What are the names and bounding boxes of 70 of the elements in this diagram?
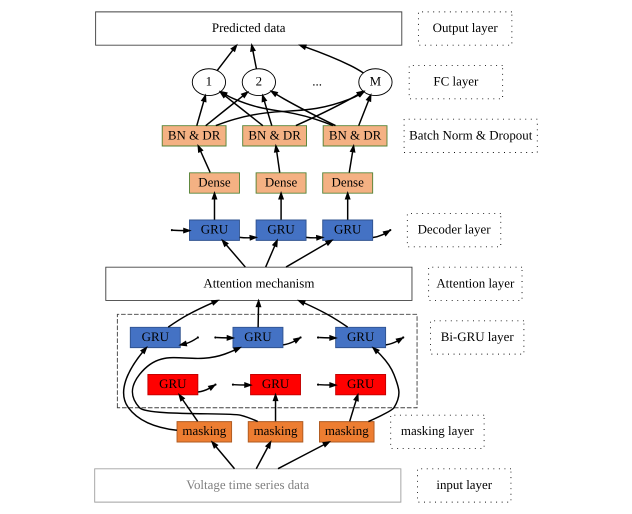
node-box: masking: [176, 421, 232, 442]
node-box: GRU: [250, 374, 301, 396]
arrow: [319, 334, 338, 341]
arrow: [212, 190, 218, 220]
node-box: Dense: [256, 172, 307, 194]
node-box: BN & DR: [322, 125, 388, 146]
arrow: [172, 228, 192, 234]
arrow: [298, 44, 364, 74]
arrow: [274, 144, 280, 173]
node-box: BN & DR: [162, 125, 226, 146]
node-box: input layer: [417, 468, 512, 503]
arrow: [306, 234, 325, 241]
arrow: [348, 392, 359, 422]
arrow: [264, 238, 278, 268]
node-box: Attention mechanism: [105, 266, 412, 301]
node-box: GRU: [335, 374, 386, 396]
node-ellipse: M: [358, 68, 393, 96]
node-box: GRU: [335, 326, 386, 348]
arrow: [348, 144, 356, 173]
node-box: Voltage time series data: [94, 468, 402, 503]
node-box: Dense: [322, 172, 374, 194]
node-box: Batch Norm & Dropout: [404, 118, 538, 153]
arrow: [250, 43, 258, 69]
arrow: [278, 440, 332, 470]
node-ellipse: 2: [242, 68, 276, 96]
node-box: BN & DR: [242, 125, 307, 146]
arrow: [270, 90, 336, 126]
node-box: Bi-GRU layer: [430, 320, 524, 355]
arrow: [197, 144, 211, 173]
node-box: GRU: [322, 220, 374, 241]
arrow: [216, 334, 236, 341]
arrow: [221, 238, 246, 268]
label: ...: [312, 74, 322, 89]
arrow: [132, 346, 258, 422]
node-box: GRU: [256, 220, 307, 241]
arrow: [358, 93, 372, 126]
arrow: [256, 298, 262, 328]
arrow: [368, 346, 400, 422]
node-box: GRU: [130, 326, 181, 348]
arrow: [196, 93, 206, 126]
arrow: [216, 44, 238, 71]
arrow: [272, 392, 279, 422]
arrow: [168, 300, 220, 328]
arrow: [256, 440, 272, 470]
node-ellipse: 1: [192, 68, 226, 96]
arrow: [286, 239, 334, 268]
arrow: [210, 440, 236, 470]
arrow: [262, 93, 272, 126]
arrow: [178, 337, 198, 346]
node-box: GRU: [147, 374, 198, 396]
node-box: Dense: [189, 172, 240, 194]
node-box: FC layer: [408, 65, 504, 100]
arrow: [296, 300, 348, 328]
node-box: GRU: [232, 326, 284, 348]
node-box: Output layer: [418, 11, 512, 46]
node-box: Predicted data: [95, 11, 402, 46]
node-box: masking: [319, 421, 374, 442]
arrow: [319, 382, 338, 388]
arrow: [278, 190, 284, 220]
node-box: Decoder layer: [406, 213, 502, 248]
arrow: [240, 234, 258, 241]
arrow: [178, 393, 198, 422]
node-box: GRU: [189, 220, 240, 241]
cluster: [116, 314, 418, 408]
arrow: [234, 382, 253, 388]
node-box: Attention layer: [428, 266, 522, 301]
node-box: masking layer: [390, 414, 485, 449]
arrow: [344, 190, 351, 220]
node-box: masking: [248, 421, 304, 442]
arrow: [122, 346, 177, 432]
